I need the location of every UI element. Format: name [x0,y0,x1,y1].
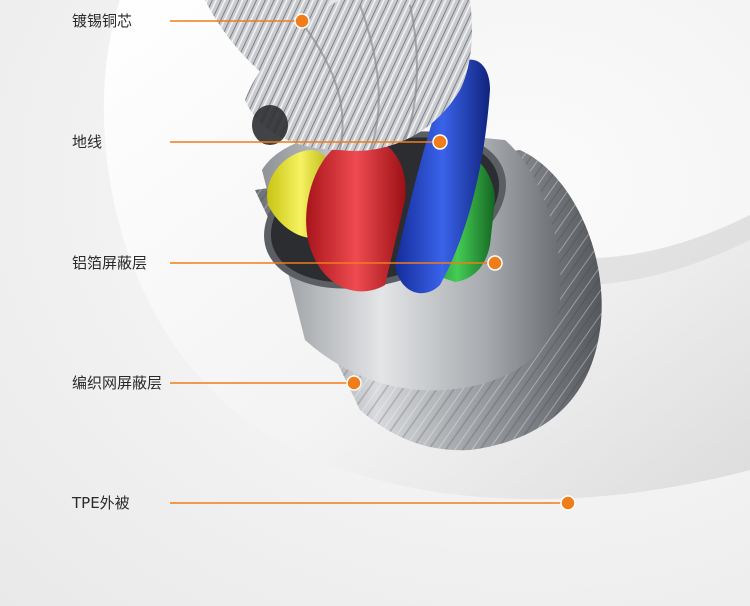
label-tpe-jacket: TPE外被 [72,494,130,512]
callout-dot [433,135,447,149]
label-aluminum-foil-shield: 铝箔屏蔽层 [72,254,147,272]
callout-dot [488,256,502,270]
callout-dot [295,14,309,28]
callout-dot [561,496,575,510]
label-braided-shield: 编织网屏蔽层 [72,374,162,392]
label-ground-wire: 地线 [72,133,102,151]
label-tinned-copper: 镀锡铜芯 [72,12,132,30]
callout-dot [347,376,361,390]
